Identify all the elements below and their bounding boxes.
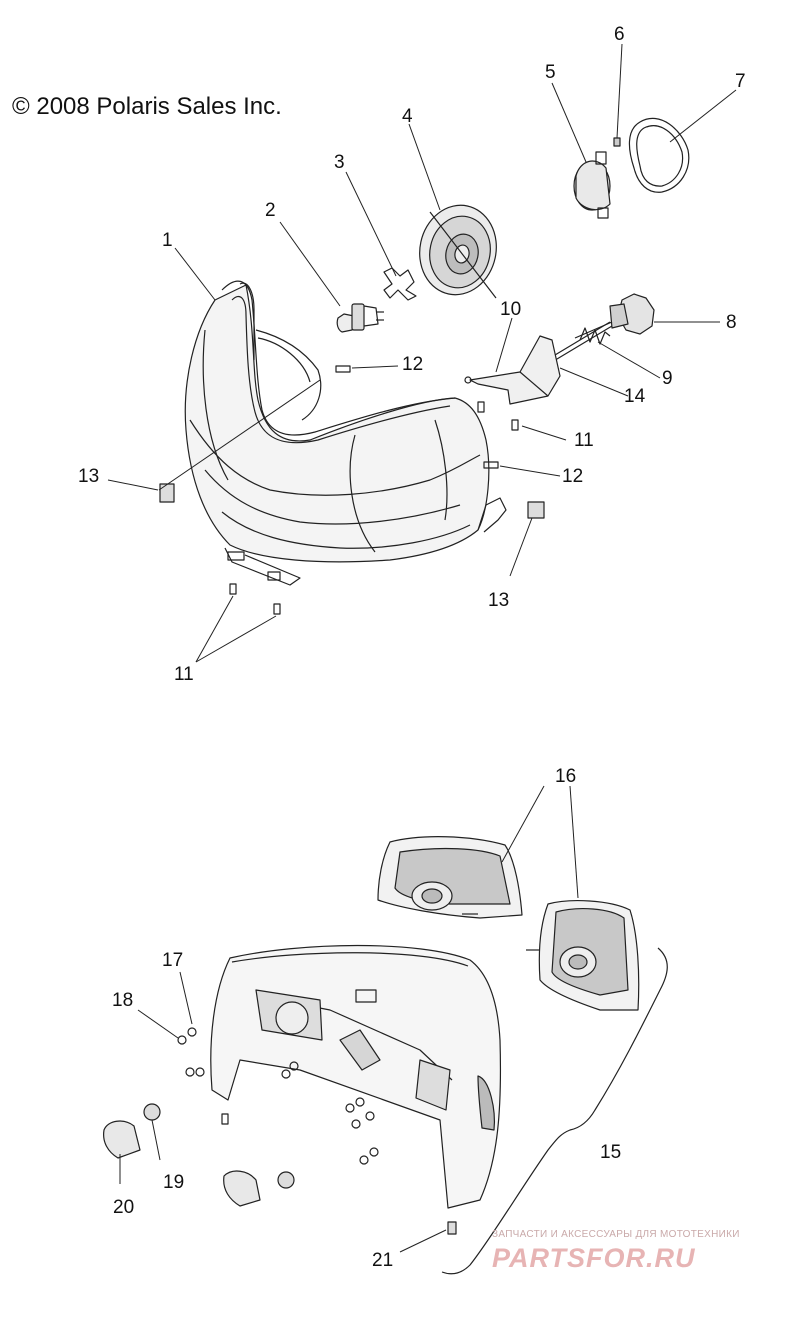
callout-1: 1: [162, 230, 173, 251]
callout-13-right: 13: [488, 590, 509, 611]
tail-lamp-left-part-16: [377, 836, 523, 919]
headlight-housing: [184, 280, 507, 586]
watermark-tagline: ЗАПЧАСТИ И АКСЕССУАРЫ ДЛЯ МОТОТЕХНИКИ: [492, 1229, 740, 1240]
callout-5: 5: [545, 62, 556, 83]
leader-lines: [107, 43, 737, 1253]
callout-20: 20: [113, 1197, 134, 1218]
gasket-part-7: [628, 117, 690, 193]
bulb-part-2: [336, 303, 384, 333]
callout-7: 7: [735, 71, 746, 92]
bracket-line-part-15: [441, 947, 668, 1275]
callout-11-right: 11: [574, 430, 594, 451]
rear-cover-assembly: [210, 944, 502, 1209]
callout-16: 16: [555, 766, 576, 787]
callout-8: 8: [726, 312, 737, 333]
pin-part-21: [221, 1113, 457, 1235]
screw-part-6: [613, 137, 621, 147]
socket-part-20: [103, 1120, 261, 1207]
callout-6: 6: [614, 24, 625, 45]
hardware-upper: [159, 365, 545, 615]
spring-part-9: [574, 321, 613, 345]
callout-12-upper: 12: [402, 354, 423, 375]
callout-19: 19: [163, 1172, 184, 1193]
callout-21: 21: [372, 1250, 393, 1271]
bulb-part-19: [143, 1103, 295, 1189]
callout-15: 15: [600, 1142, 621, 1163]
callout-14: 14: [624, 386, 646, 407]
adjuster-part-8: [609, 293, 655, 335]
callout-4: 4: [402, 106, 413, 127]
reflector-part-4: [419, 204, 497, 299]
callout-9: 9: [662, 368, 673, 389]
lamp-part-5: [573, 151, 611, 219]
callout-10: 10: [500, 299, 521, 320]
nuts-hardware: [177, 1027, 379, 1165]
callout-17: 17: [162, 950, 183, 971]
callout-3: 3: [334, 152, 345, 173]
callout-13-left: 13: [78, 466, 99, 487]
tail-lamp-right-part-16: [526, 900, 640, 1011]
callout-18: 18: [112, 990, 133, 1011]
spring-clip-part-3: [383, 267, 417, 301]
callout-2: 2: [265, 200, 276, 221]
callout-11-bottom: 11: [174, 664, 194, 685]
bracket-part-10: [464, 335, 561, 405]
watermark-logo: PARTSFOR.RU: [492, 1243, 696, 1273]
callout-12-lower: 12: [562, 466, 583, 487]
copyright-notice: © 2008 Polaris Sales Inc.: [12, 93, 282, 120]
